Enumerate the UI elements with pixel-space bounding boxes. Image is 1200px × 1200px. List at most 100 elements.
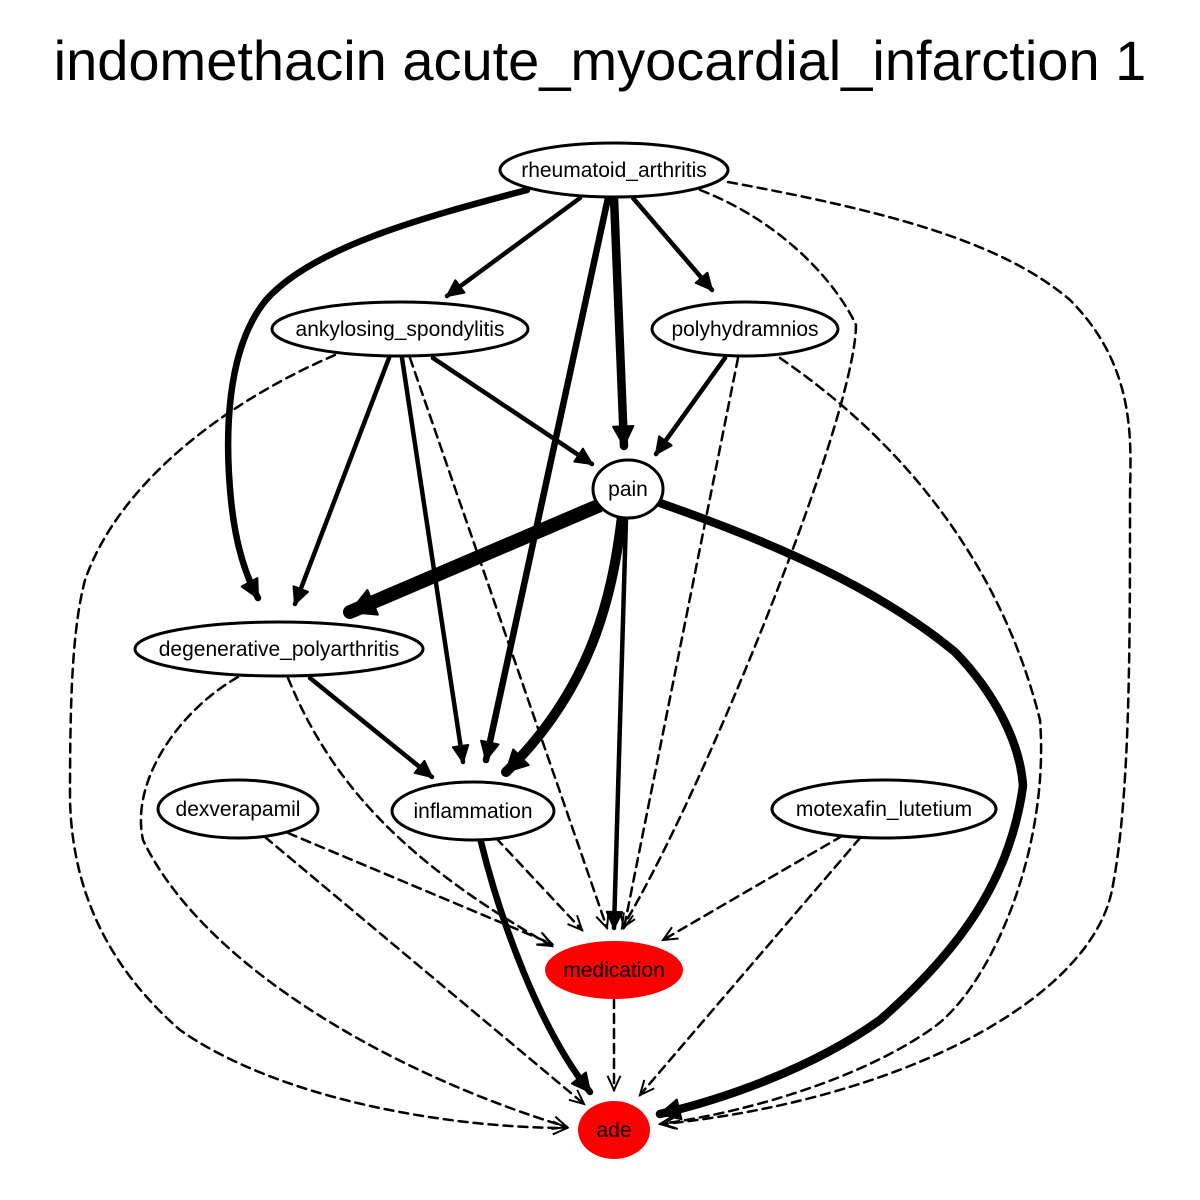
edge-pain-to-ade xyxy=(655,498,1028,1121)
arrowhead xyxy=(620,912,636,931)
arrowhead xyxy=(660,926,679,942)
arrowhead xyxy=(568,1089,586,1106)
edge-line xyxy=(653,355,728,457)
arrowhead xyxy=(573,447,593,465)
edge-line xyxy=(661,180,1132,1126)
edge-pain-to-degenerative_polyarthritis xyxy=(343,499,605,619)
edge-line xyxy=(263,835,586,1106)
edge-line xyxy=(399,355,466,765)
arrowhead xyxy=(619,912,634,931)
node-medication: medication xyxy=(545,941,683,999)
node-ellipse xyxy=(591,458,665,520)
edge-polyhydramnios-to-medication xyxy=(619,356,740,931)
arrowhead xyxy=(638,1079,655,1097)
node-label: motexafin_lutetium xyxy=(796,798,972,821)
edge-medication-to-ade xyxy=(606,997,622,1093)
edge-line xyxy=(622,356,740,930)
edge-line xyxy=(638,836,862,1097)
node-ellipse xyxy=(545,941,683,999)
arrowhead xyxy=(605,910,624,929)
edge-line xyxy=(286,831,554,946)
edge-rheumatoid_arthritis-to-medication xyxy=(620,188,858,931)
arrowhead xyxy=(446,279,466,297)
node-ade: ade xyxy=(578,1101,650,1159)
edge-line xyxy=(494,836,584,932)
node-label: inflammation xyxy=(413,800,532,823)
node-ellipse xyxy=(133,620,425,678)
node-ellipse xyxy=(270,300,530,358)
edge-line xyxy=(501,511,627,777)
arrowhead xyxy=(413,759,433,778)
edge-line xyxy=(307,675,435,780)
edge-line xyxy=(286,676,554,948)
node-label: medication xyxy=(563,959,665,982)
edge-line xyxy=(482,194,612,764)
edge-ankylosing_spondylitis-to-pain xyxy=(430,355,595,467)
edge-line xyxy=(444,195,583,299)
edge-ankylosing_spondylitis-to-medication xyxy=(408,356,610,931)
node-inflammation: inflammation xyxy=(390,780,556,842)
node-ellipse xyxy=(650,300,840,358)
edge-dexverapamil-to-medication xyxy=(286,831,555,946)
edge-line xyxy=(139,675,569,1129)
node-ellipse xyxy=(770,778,998,840)
arrowhead xyxy=(612,424,635,447)
arrowhead xyxy=(292,585,309,605)
edge-pain-to-inflammation xyxy=(501,511,627,777)
edge-line xyxy=(430,355,595,467)
arrowhead xyxy=(657,1114,676,1130)
node-polyhydramnios: polyhydramnios xyxy=(650,300,840,358)
arrowhead xyxy=(655,435,673,455)
diagram-title: indomethacin acute_myocardial_infarction… xyxy=(53,29,1147,92)
arrowhead xyxy=(505,748,530,773)
edge-line xyxy=(658,356,1043,1126)
node-rheumatoid_arthritis: rheumatoid_arthritis xyxy=(498,141,730,199)
edge-line xyxy=(620,188,858,930)
edge-line xyxy=(292,355,392,607)
edge-line xyxy=(655,498,1028,1119)
node-label: pain xyxy=(608,478,648,501)
edge-inflammation-to-medication xyxy=(494,836,584,932)
arrowhead xyxy=(567,914,584,932)
edge-ankylosing_spondylitis-to-inflammation xyxy=(399,355,470,765)
edge-line xyxy=(630,195,715,293)
edge-line xyxy=(661,834,844,942)
edge-motexafin_lutetium-to-medication xyxy=(660,834,844,942)
arrowhead xyxy=(595,912,610,931)
edge-rheumatoid_arthritis-to-polyhydramnios xyxy=(630,195,715,293)
node-label: degenerative_polyarthritis xyxy=(159,638,399,661)
node-pain: pain xyxy=(591,458,665,520)
edge-rheumatoid_arthritis-to-degenerative_polyarthritis xyxy=(224,186,531,602)
edge-rheumatoid_arthritis-to-ankylosing_spondylitis xyxy=(444,195,583,299)
edge-line xyxy=(408,356,609,930)
arrowhead xyxy=(240,577,259,599)
node-ellipse xyxy=(390,780,556,842)
node-motexafin_lutetium: motexafin_lutetium xyxy=(770,778,998,840)
arrowhead xyxy=(659,1098,683,1121)
edges-layer xyxy=(68,180,1132,1136)
arrowhead xyxy=(606,1075,622,1093)
node-ankylosing_spondylitis: ankylosing_spondylitis xyxy=(270,300,530,358)
node-ellipse xyxy=(498,141,730,199)
node-degenerative_polyarthritis: degenerative_polyarthritis xyxy=(133,620,425,678)
edge-line xyxy=(68,353,569,1130)
arrowhead xyxy=(480,739,500,761)
edge-dexverapamil-to-ade xyxy=(263,835,586,1106)
edge-line xyxy=(343,499,605,619)
edge-rheumatoid_arthritis-to-pain xyxy=(609,193,635,451)
arrowhead xyxy=(536,931,555,946)
edge-ankylosing_spondylitis-to-degenerative_polyarthritis xyxy=(292,355,392,607)
arrowhead xyxy=(551,1115,570,1131)
edge-polyhydramnios-to-ade xyxy=(657,356,1043,1130)
arrowhead xyxy=(570,1071,591,1093)
node-label: dexverapamil xyxy=(176,798,301,821)
edge-pain-to-medication xyxy=(605,515,629,931)
edge-line xyxy=(611,515,629,931)
edge-motexafin_lutetium-to-ade xyxy=(638,836,862,1097)
edge-degenerative_polyarthritis-to-ade xyxy=(139,675,570,1131)
edge-line xyxy=(224,186,531,602)
arrowhead xyxy=(694,271,713,291)
node-label: rheumatoid_arthritis xyxy=(521,159,707,182)
node-label: ade xyxy=(596,1119,631,1142)
